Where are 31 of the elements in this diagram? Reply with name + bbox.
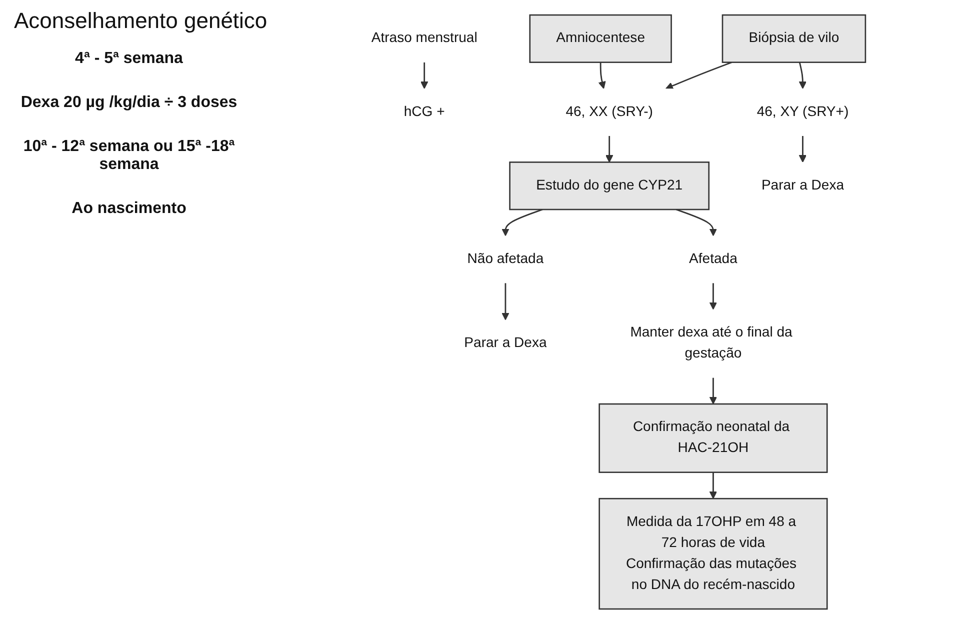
node-text: Parar a Dexa xyxy=(464,336,547,351)
node-text: Não afetada xyxy=(467,252,544,266)
node-text: 46, XY (SRY+) xyxy=(756,104,849,120)
node-text: 46, XX (SRY-) xyxy=(566,104,653,120)
arrow xyxy=(605,136,614,163)
arrow xyxy=(709,378,718,404)
arrow xyxy=(798,136,807,163)
node-box: Amniocentese xyxy=(529,14,672,63)
node-box: Biópsia de vilo xyxy=(722,14,866,63)
arrow xyxy=(709,283,718,310)
node-box: Medida da 17OHP em 48 a 72 horas de vida Confirmação das mutações no DNA do recém-nascido xyxy=(598,498,828,610)
arrow xyxy=(676,208,718,236)
note-text: Dexa 20 µg /kg/dia ÷ 3 doses xyxy=(20,94,238,112)
node-box: Confirmação neonatal da HAC-21OH xyxy=(598,403,828,473)
arrow xyxy=(798,62,807,89)
arrow xyxy=(502,208,543,236)
note-text: Ao nascimento xyxy=(70,200,188,218)
title: Aconselhamento genético xyxy=(14,8,268,34)
arrow xyxy=(666,62,732,90)
arrow xyxy=(420,62,428,89)
arrow xyxy=(598,62,606,89)
node-text: Manter dexa até o final da gestação xyxy=(630,325,792,362)
node-text: Parar a Dexa xyxy=(761,178,844,193)
node-text: Afetada xyxy=(689,252,738,266)
node-box: Estudo do gene CYP21 xyxy=(509,162,710,210)
node-text: Atraso menstrual xyxy=(371,30,478,46)
note-text: 10ª - 12ª semana ou 15ª -18ª semana xyxy=(22,138,236,174)
arrow xyxy=(502,283,510,320)
node-text: hCG + xyxy=(404,104,445,120)
arrow xyxy=(709,472,718,499)
note-text: 4ª - 5ª semana xyxy=(74,50,184,68)
